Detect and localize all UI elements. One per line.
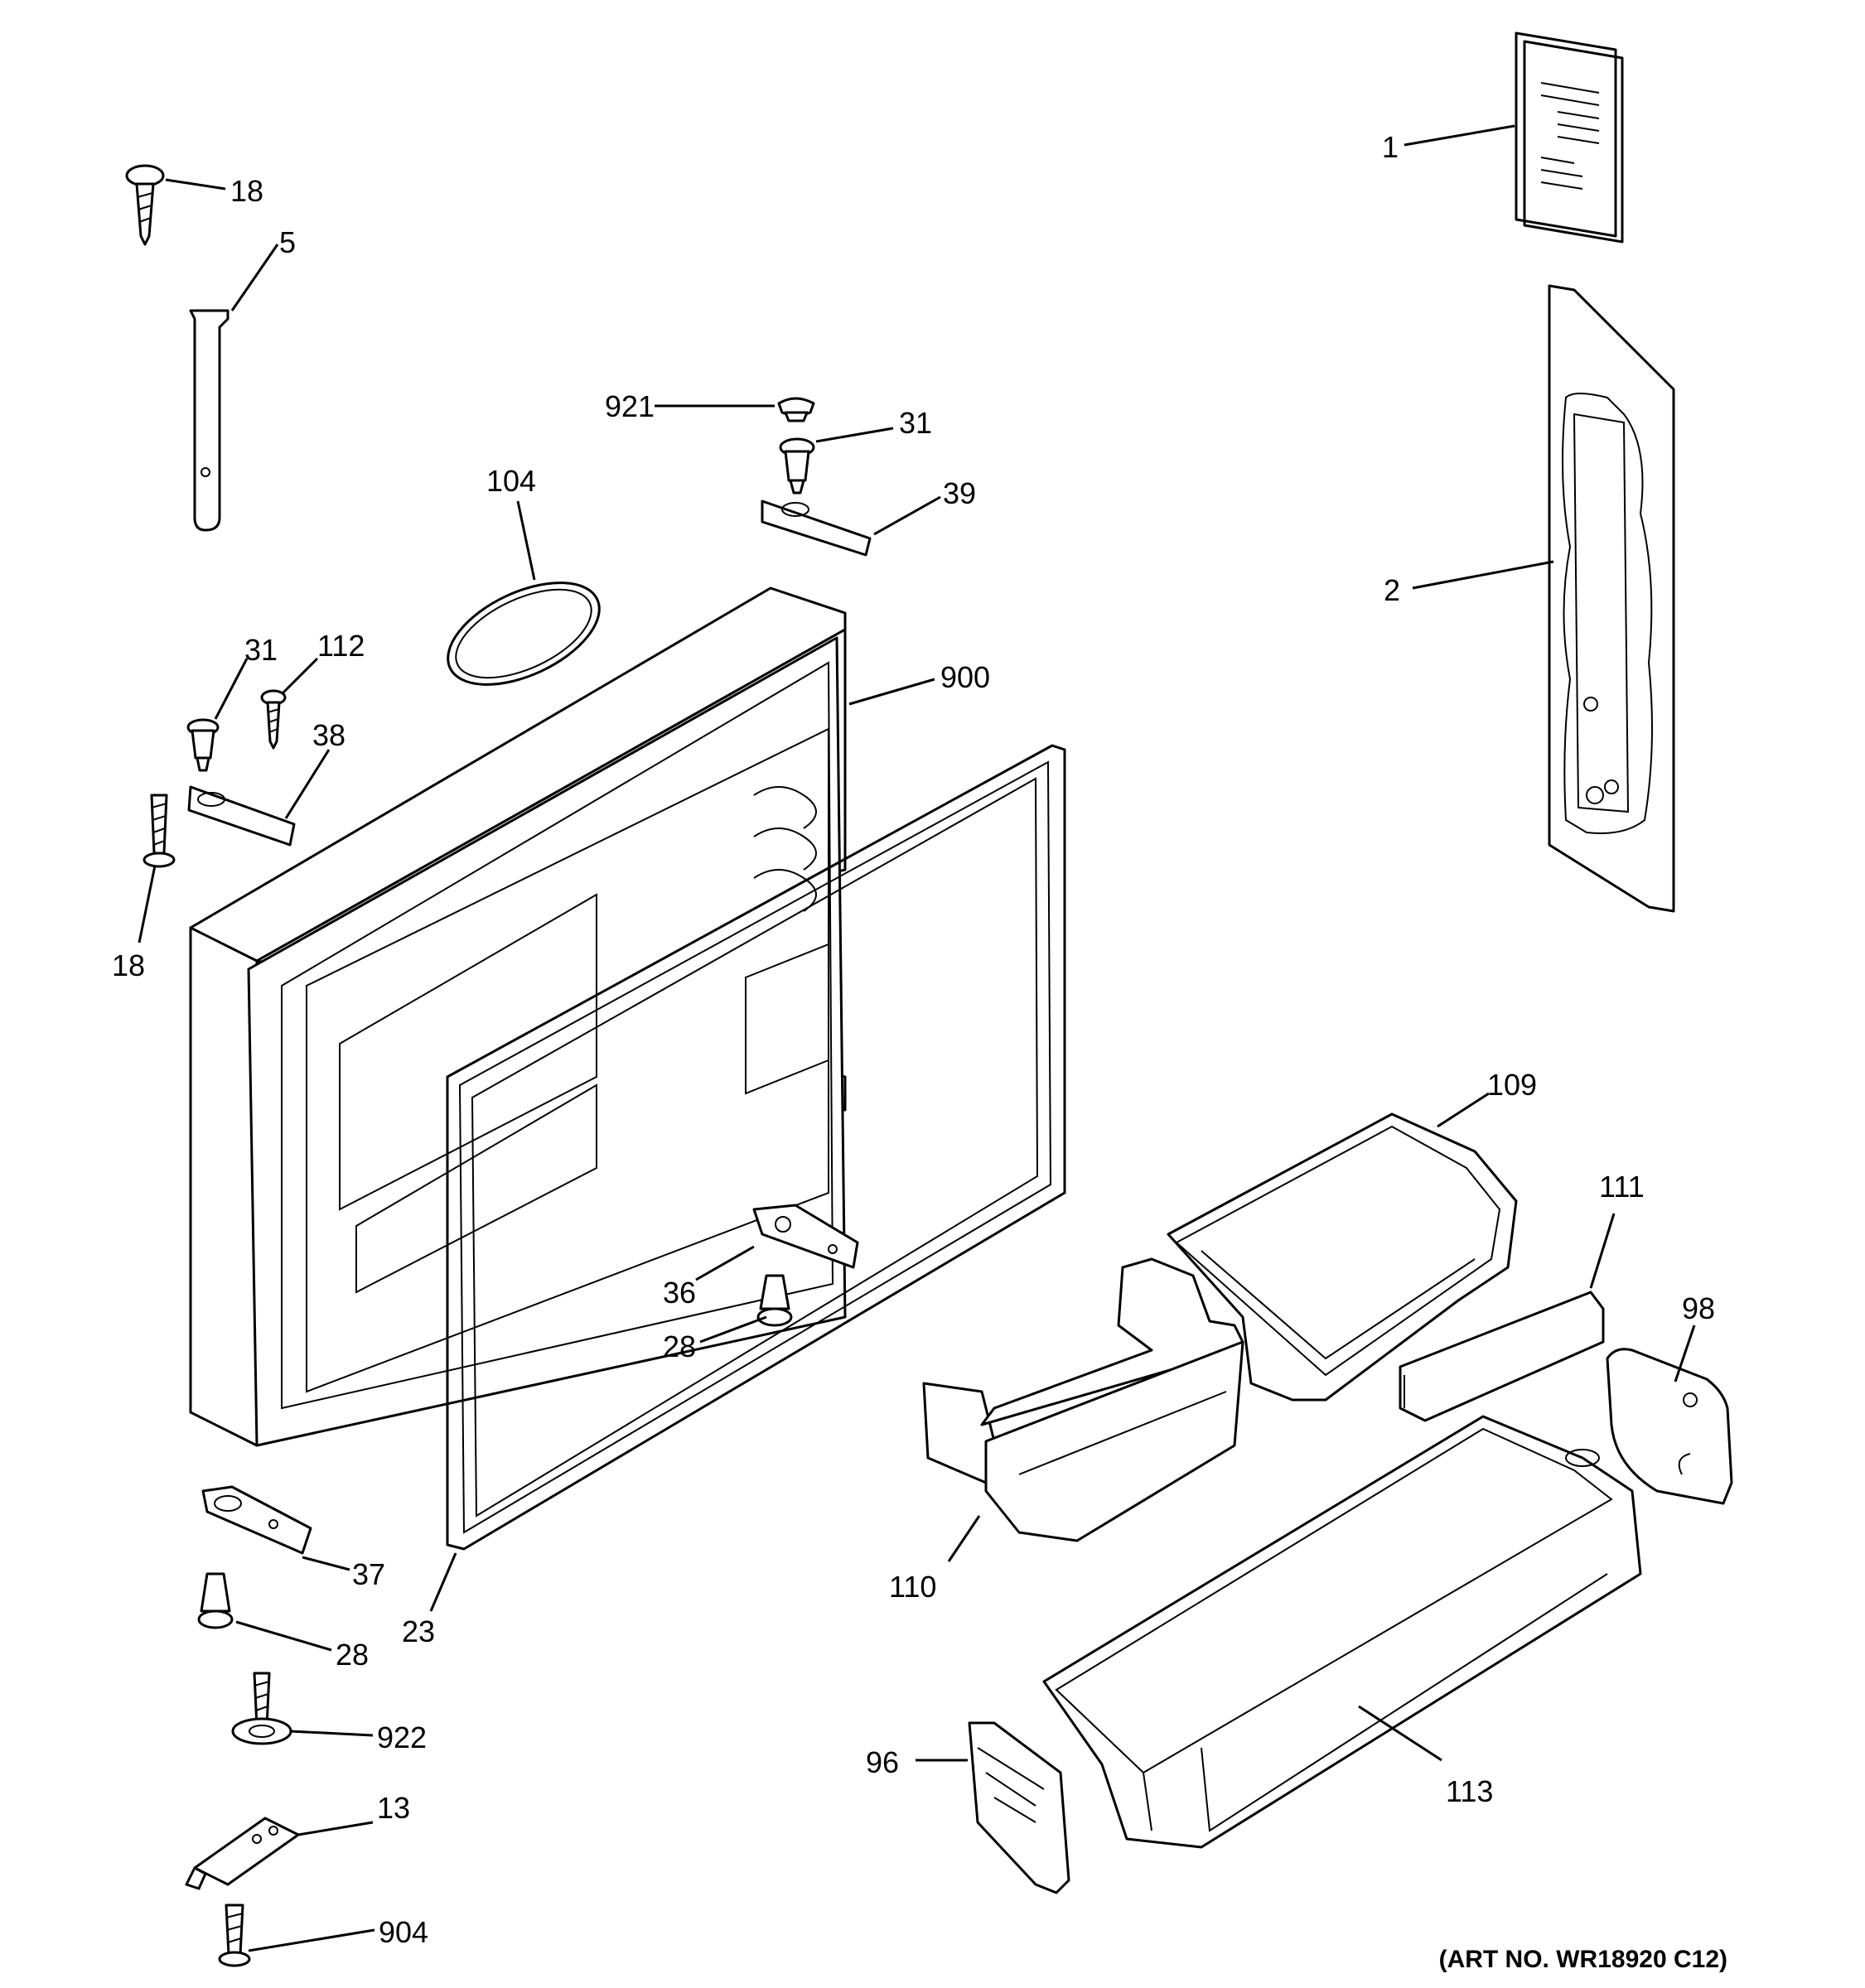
callout-37: 37 <box>352 1557 385 1591</box>
part-31-left-bushing <box>186 718 220 772</box>
part-39-hinge-plate <box>761 499 872 557</box>
part-921-plug <box>777 397 815 422</box>
part-23-door-gasket <box>446 744 1066 1551</box>
part-31-top-bushing <box>779 437 815 495</box>
part-28-center-pin <box>756 1274 793 1327</box>
callout-labels: 1 2 5 13 18 18 23 28 28 31 31 36 37 38 3… <box>112 130 1715 1949</box>
callout-112: 112 <box>317 629 365 663</box>
part-18-top-screw <box>125 164 165 246</box>
callout-110: 110 <box>889 1570 936 1604</box>
part-900-door-assembly <box>189 586 847 1447</box>
callout-111: 111 <box>1599 1170 1645 1204</box>
part-104-ring <box>447 581 601 686</box>
callout-23: 23 <box>402 1614 435 1648</box>
part-13-bracket <box>185 1817 300 1890</box>
callout-13: 13 <box>377 1791 410 1825</box>
part-1-label-card <box>1515 31 1624 244</box>
part-18-left-screw <box>143 794 176 868</box>
part-113-large-bin <box>1042 1415 1642 1849</box>
callout-2: 2 <box>1384 573 1400 607</box>
part-904-screw <box>218 1904 251 1967</box>
callout-39: 39 <box>943 476 976 510</box>
part-28-bottom-pin <box>197 1572 234 1629</box>
callout-31-top: 31 <box>899 406 932 440</box>
part-109-bin <box>1167 1112 1518 1402</box>
callout-922: 922 <box>377 1720 427 1754</box>
callout-28-center: 28 <box>663 1329 696 1363</box>
callout-18-left: 18 <box>112 948 145 982</box>
part-5-hinge-bracket <box>189 309 230 532</box>
callout-38: 38 <box>312 718 345 752</box>
callout-28-bottom: 28 <box>336 1638 369 1672</box>
callout-113: 113 <box>1446 1774 1493 1808</box>
callout-900: 900 <box>940 660 990 694</box>
callout-109: 109 <box>1487 1068 1537 1102</box>
part-110-door-bin <box>922 1257 1244 1542</box>
art-number: (ART NO. WR18920 C12) <box>1439 1946 1727 1973</box>
callout-31-left: 31 <box>244 633 278 667</box>
callout-36: 36 <box>663 1276 696 1310</box>
part-38-hinge-plate <box>187 785 296 847</box>
callout-904: 904 <box>379 1915 428 1949</box>
callout-18-top: 18 <box>230 174 263 208</box>
leader-lines <box>138 124 1696 1952</box>
part-96-end-cap <box>968 1721 1070 1894</box>
callout-104: 104 <box>486 464 536 498</box>
part-922-screw-washer <box>231 1672 292 1745</box>
callout-1: 1 <box>1382 130 1399 164</box>
part-98-end-cap <box>1606 1348 1733 1505</box>
part-37-bottom-hinge <box>201 1485 312 1555</box>
part-36-hinge-plate <box>752 1204 859 1269</box>
part-2-handle <box>1548 284 1675 913</box>
callout-98: 98 <box>1682 1291 1715 1325</box>
callout-921: 921 <box>605 389 655 423</box>
callout-96: 96 <box>866 1745 899 1779</box>
part-111-shelf-bar <box>1399 1291 1605 1422</box>
callout-5: 5 <box>279 225 296 259</box>
part-112-screw <box>260 689 287 750</box>
